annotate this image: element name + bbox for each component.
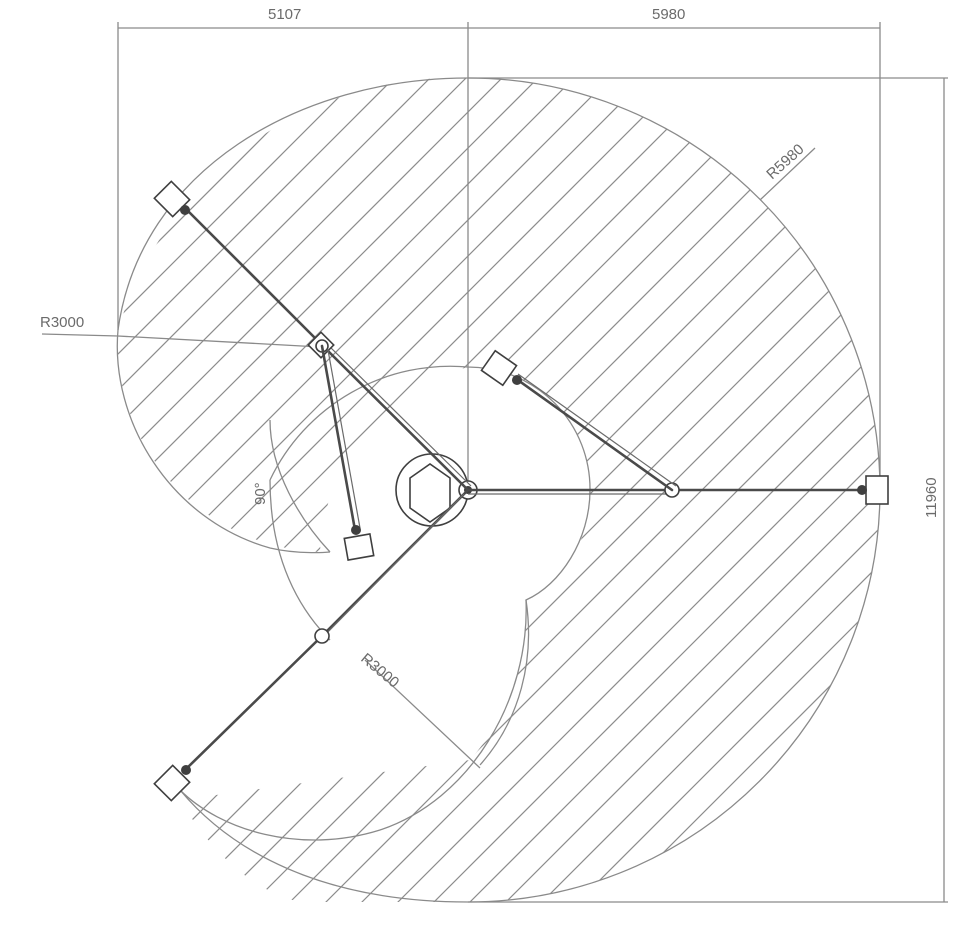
hatch-line	[331, 77, 880, 903]
dimension-lines	[41, 22, 948, 903]
hatch-line	[117, 77, 509, 903]
coverage-outline	[116, 77, 881, 903]
hatch-line	[583, 77, 880, 903]
dim-radius-inner: R3000	[357, 650, 402, 691]
hatch-line	[117, 77, 473, 903]
hatch-line	[871, 77, 880, 903]
hatch-line	[727, 77, 880, 903]
hatch-line	[259, 77, 880, 903]
hatch-line	[117, 77, 880, 903]
hatch-line	[655, 77, 880, 903]
hatch-line	[117, 77, 725, 903]
hatch-line	[835, 77, 880, 903]
hatch-line	[117, 77, 797, 903]
hatch-line	[439, 77, 880, 903]
hatch-line	[944, 0, 974, 932]
boom-arm-right	[466, 475, 889, 505]
hatch-line	[117, 77, 221, 903]
hatch-line	[117, 77, 437, 903]
hatch-line	[117, 77, 880, 903]
hatch-line	[117, 77, 545, 903]
hatch-line	[151, 77, 880, 903]
dim-angle: 90°	[252, 482, 269, 505]
hatch-line	[511, 77, 880, 903]
hatch-line	[763, 77, 880, 903]
hatch-line	[187, 77, 880, 903]
hatch-line	[117, 77, 401, 903]
column-base	[395, 453, 478, 527]
hatch-line	[403, 77, 880, 903]
hatch-line	[691, 77, 880, 903]
hatch-line	[0, 0, 112, 932]
hatch-line	[117, 77, 257, 903]
hatch-line	[117, 77, 653, 903]
hatch-line	[619, 77, 880, 903]
hatch-line	[117, 77, 293, 903]
hatch-line	[117, 77, 689, 903]
boom-arm-upper-right-secondary	[480, 349, 677, 492]
dim-top-left: 5107	[268, 6, 301, 23]
hatch-line	[367, 77, 880, 903]
hatch-line	[0, 0, 76, 932]
dim-right-height: 11960	[923, 477, 940, 518]
hatch-line	[117, 77, 581, 903]
dim-radius-left: R3000	[40, 314, 84, 331]
hatch-line	[0, 0, 40, 932]
hatch-line	[117, 77, 149, 903]
boom-arm-upper-left	[153, 180, 472, 492]
hatch-line	[547, 77, 880, 903]
hatch-line	[475, 77, 880, 903]
hatch-line	[908, 0, 974, 932]
hatch-line	[0, 0, 4, 932]
boom-arm-lower-left	[153, 488, 470, 802]
hatch-line	[223, 77, 880, 903]
dim-top-right: 5980	[652, 6, 685, 23]
hatch-line	[295, 77, 880, 903]
hatch-line	[117, 77, 761, 903]
hatch-line	[799, 77, 880, 903]
boom-arm-down-left-secondary	[320, 344, 375, 562]
hatch-line	[117, 77, 617, 903]
